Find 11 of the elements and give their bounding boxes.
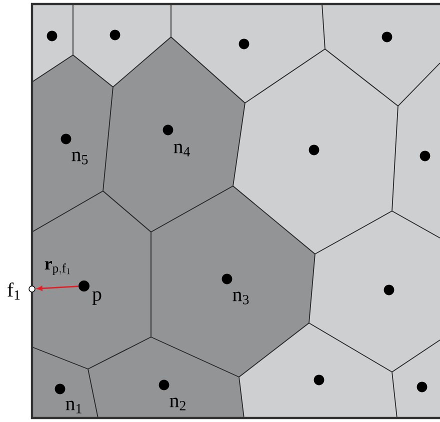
arrow: [37, 286, 78, 291]
seed-point: p: [78, 280, 102, 305]
point-label: n$_{5}$: [72, 152, 88, 164]
boundary-point: f$_{1}$: [8, 282, 36, 300]
point-label: n$_{2}$: [170, 398, 186, 410]
node-label: f$_{1}$: [8, 282, 20, 300]
edge-label: $\mathbf{r}_{\mathrm{p},\mathrm{f}_{1}}$: [44, 260, 70, 276]
point-label: n$_{3}$: [232, 292, 249, 304]
point-label: n$_{1}$: [66, 400, 82, 414]
point-label: n$_{4}$: [174, 144, 190, 156]
node-label: p: [92, 291, 102, 305]
